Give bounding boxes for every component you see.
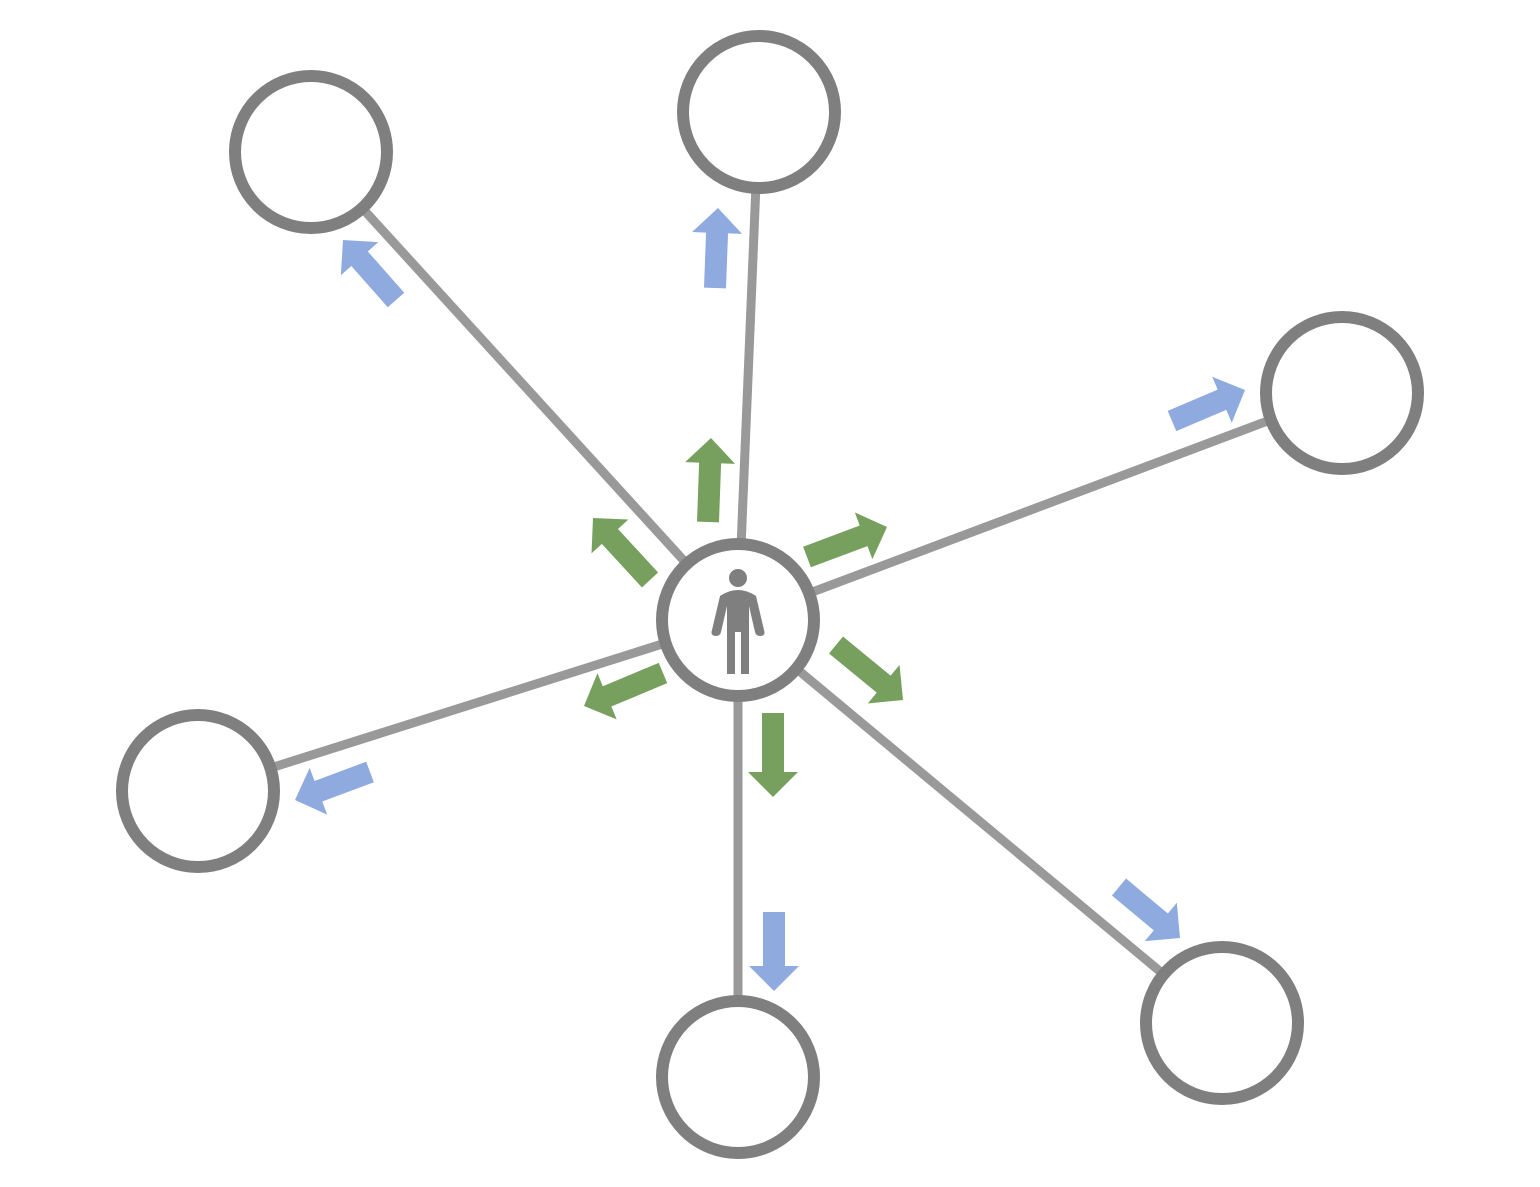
node-bottom[interactable] [656,995,820,1159]
link-left [196,615,740,796]
link-bottom-right [735,616,1225,1027]
person-icon [711,569,765,674]
person-head [729,569,747,587]
green-arrow-up-icon [685,438,736,523]
node-top[interactable] [677,30,841,194]
blue-arrow-up-icon [692,208,743,289]
green-arrow-down-right-icon [829,636,903,704]
node-right[interactable] [1260,311,1424,475]
node-left[interactable] [116,709,280,873]
blue-arrow-down-icon [749,912,799,991]
blue-arrow-left-icon [295,761,374,815]
link-top-left [307,148,742,624]
link-top [733,111,764,621]
blue-arrow-down-right-icon [1111,878,1180,942]
person-body [711,590,765,674]
green-arrow-right-icon [803,512,887,568]
blue-arrow-right-icon [1167,376,1245,432]
node-bottom-right[interactable] [1140,941,1304,1105]
nodes [116,30,1424,1159]
arrows [295,208,1245,991]
blue-arrow-up-left-icon [340,240,405,308]
green-arrow-up-left-icon [591,518,659,588]
green-arrow-down-left-icon [584,662,668,720]
link-right [736,388,1344,625]
node-top-left[interactable] [229,70,393,234]
links [196,111,1344,1077]
green-arrow-down-icon [748,713,798,797]
